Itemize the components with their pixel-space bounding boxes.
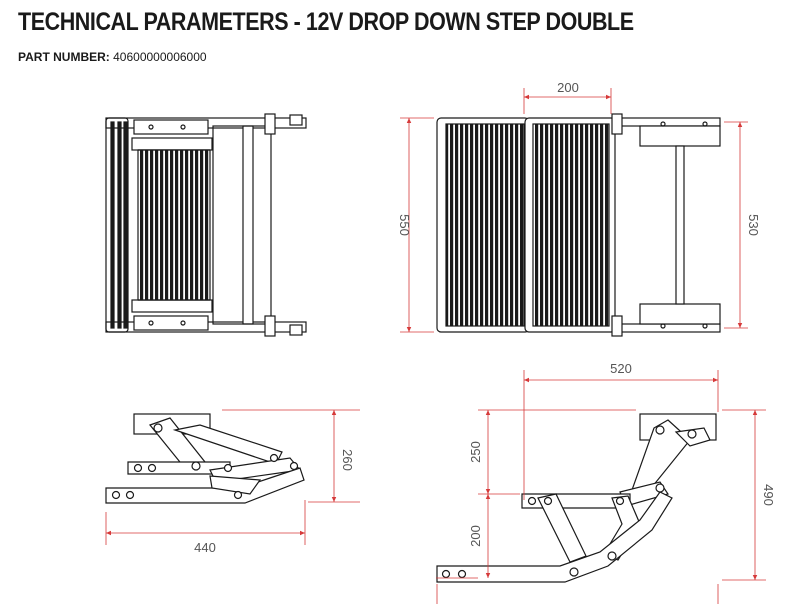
dimension-extended-length: 520 <box>610 361 632 376</box>
part-number-line: PART NUMBER: 40600000006000 <box>18 50 207 64</box>
dimension-folded-height: 260 <box>340 449 355 471</box>
dimension-total-height: 490 <box>761 484 776 506</box>
part-number-value: 40600000006000 <box>113 50 207 64</box>
dimension-lines <box>105 88 766 604</box>
dimension-folded-length: 440 <box>194 540 216 555</box>
extended-top-view <box>436 113 721 337</box>
folded-top-view <box>105 113 307 337</box>
part-number-label: PART NUMBER: <box>18 50 110 64</box>
dimension-upper-height: 250 <box>468 441 483 463</box>
folded-side-view <box>105 413 305 504</box>
extended-side-view <box>436 413 717 583</box>
dimension-frame-depth: 530 <box>746 214 761 236</box>
page-title: TECHNICAL PARAMETERS - 12V DROP DOWN STE… <box>18 8 634 36</box>
dimension-overall-depth: 550 <box>397 214 412 236</box>
dimension-top-step-width: 200 <box>557 80 579 95</box>
dimension-lower-height: 200 <box>468 525 483 547</box>
